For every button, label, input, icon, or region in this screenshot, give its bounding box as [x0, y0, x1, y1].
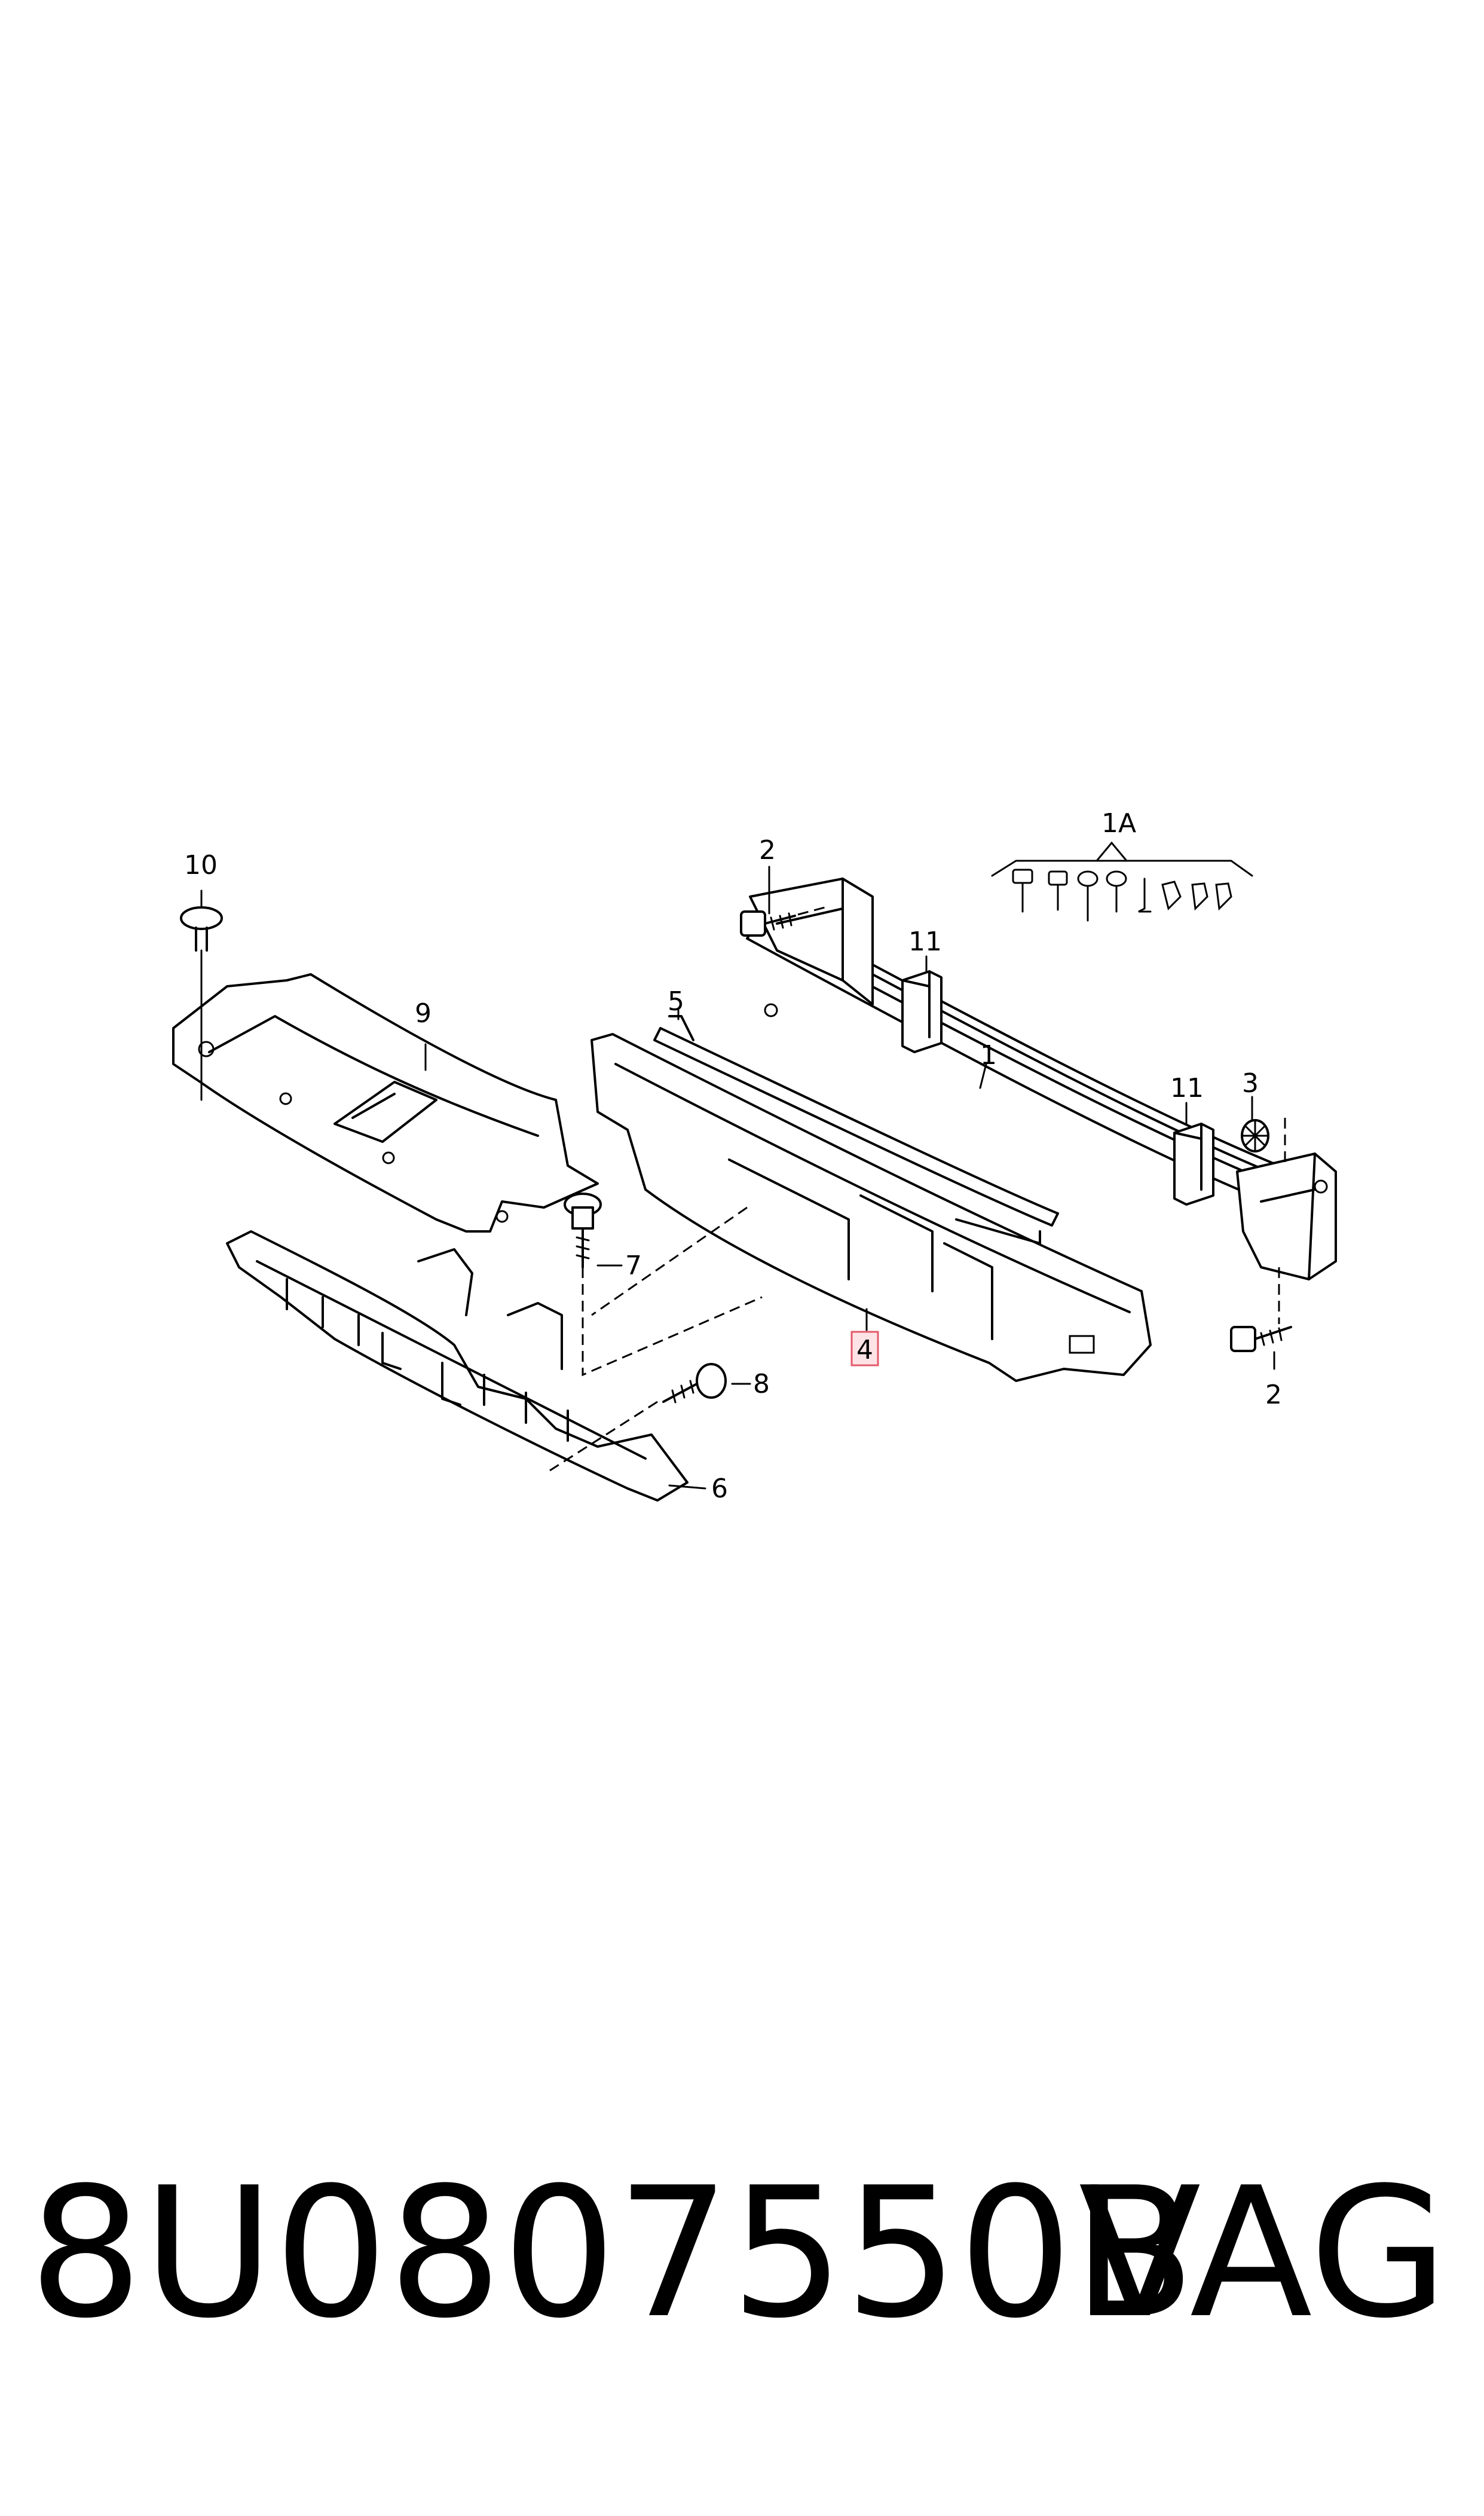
- clip-11-lower: [1173, 1123, 1214, 1206]
- callout-10: 10: [184, 850, 218, 881]
- air-guide-cover: [172, 973, 599, 1233]
- callout-8: 8: [753, 1369, 770, 1399]
- callout-2-lower: 2: [1265, 1380, 1282, 1410]
- callout-11-lower: 11: [1170, 1073, 1204, 1103]
- callout-3: 3: [1242, 1068, 1259, 1099]
- screw-7: [564, 1193, 602, 1268]
- callout-2-upper: 2: [759, 835, 776, 866]
- part-number: 8U0807550B: [29, 2149, 1196, 2358]
- clip-11-upper: [901, 970, 943, 1053]
- callout-1: 1: [980, 1040, 997, 1071]
- lower-support-bracket: [226, 1230, 689, 1502]
- callout-11-upper: 11: [908, 927, 942, 957]
- bumper-carrier-beam: [746, 878, 1337, 1280]
- bolt-2-lower: [1230, 1326, 1292, 1352]
- callout-labels: 1 1A 2 2 3 4 5 6 7 8 9 10 11 11: [184, 808, 1282, 1504]
- callout-6: 6: [711, 1473, 728, 1504]
- clip-10: [180, 906, 223, 952]
- callout-7: 7: [625, 1251, 642, 1281]
- support-strip: [653, 1015, 1059, 1245]
- assembly-kit-1A: [991, 841, 1253, 922]
- energy-absorber: [590, 1033, 1152, 1382]
- leader-lines: [200, 866, 1286, 1490]
- brand-name: VAG: [1078, 2149, 1448, 2358]
- screw-8: [662, 1363, 727, 1404]
- star-clip-3: [1241, 1119, 1269, 1152]
- bolt-2-upper: [740, 906, 825, 937]
- callout-4-highlight: [850, 1331, 879, 1366]
- callout-5: 5: [668, 986, 684, 1017]
- callout-1A: 1A: [1101, 808, 1136, 839]
- callout-9: 9: [415, 998, 432, 1029]
- callout-4: 4: [856, 1335, 873, 1365]
